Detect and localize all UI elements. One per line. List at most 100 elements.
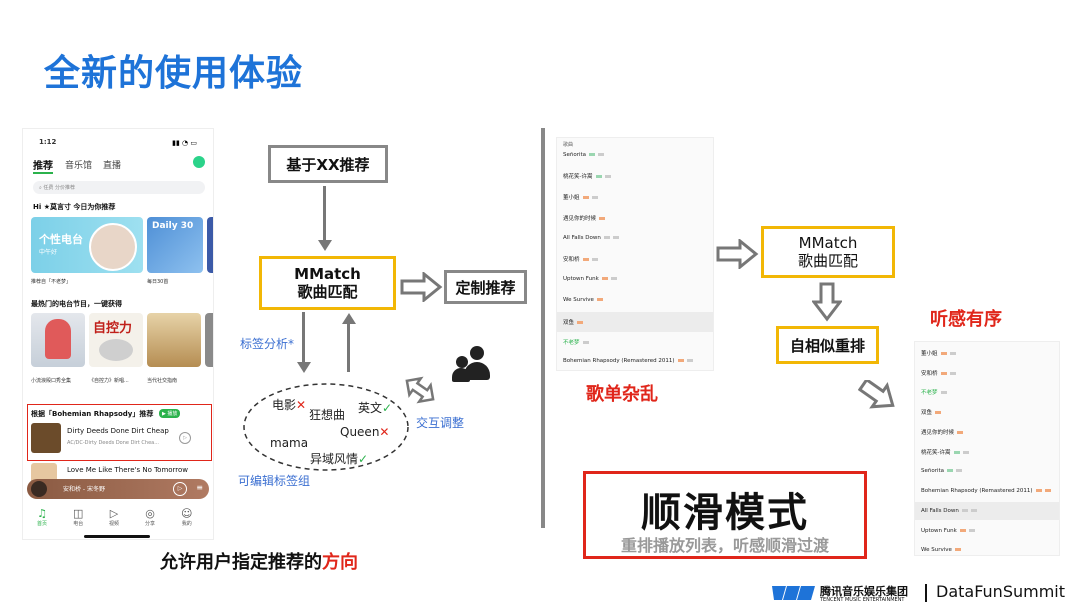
rec-label: 推荐自「不老梦」 [31, 279, 72, 285]
list-item[interactable]: Uptown Funk [563, 276, 617, 282]
song-title[interactable]: Love Me Like There's No Tomorrow [67, 466, 189, 474]
list-item[interactable]: 双鱼 [563, 318, 584, 326]
avatar[interactable] [193, 156, 205, 168]
card-title: Daily 30 [152, 221, 194, 231]
user-icon [452, 346, 496, 390]
page-title: 全新的使用体验 [44, 53, 304, 94]
album-cover [89, 223, 137, 271]
tag-movie[interactable]: 电影✕ [272, 398, 307, 412]
tag-rhapsody[interactable]: 狂想曲 [309, 408, 346, 422]
tag-ellipse [243, 383, 409, 471]
list-item[interactable]: We Survive [563, 297, 603, 303]
box-based-on: 基于XX推荐 [268, 145, 388, 183]
ordered-label: 听感有序 [930, 309, 1002, 330]
play-icon[interactable]: ▷ [179, 432, 191, 444]
hollow-arrow-diagonal [858, 380, 895, 409]
status-icons: ▮▮ ◔ ▭ [172, 139, 197, 147]
messy-label: 歌单杂乱 [586, 384, 658, 405]
caption-left: 允许用户指定推荐的方向 [160, 552, 358, 573]
hollow-double-arrow [405, 376, 435, 404]
list-item[interactable]: 董小姐 [563, 193, 598, 201]
tag-english[interactable]: 英文✓ [358, 401, 393, 415]
card-title: 个性电台 [39, 233, 83, 246]
caption-highlight: 方向 [322, 552, 358, 573]
list-item[interactable]: 遇见你的时候 [921, 428, 964, 436]
radio-label-2: 《自控力》新唱... [89, 378, 129, 384]
divider [541, 128, 545, 528]
list-item[interactable]: 不老梦 [921, 388, 947, 396]
bottom-nav: ♫首页 ◫电台 ▷视频 ◎分享 ☺我的 [23, 507, 213, 533]
editable-tags-label: 可编辑标签组 [238, 474, 311, 488]
tab-recommend[interactable]: 推荐 [33, 157, 53, 174]
list-item[interactable]: All Falls Down [563, 235, 619, 241]
tab-music-hall[interactable]: 音乐馆 [65, 161, 93, 171]
brand-name-en: TENCENT MUSIC ENTERTAINMENT [820, 597, 905, 603]
song-title[interactable]: Dirty Deeds Done Dirt Cheap [67, 427, 169, 435]
radio-card-1[interactable] [31, 313, 85, 367]
playlist-messy: 歌曲 Señorita 桃花笑-许嵩 董小姐 遇见你的时候 All Falls … [556, 137, 714, 371]
list-item[interactable]: Bohemian Rhapsody (Remastered 2011) [921, 488, 1051, 494]
playlist-icon[interactable]: ≡ [196, 483, 203, 492]
nav-me[interactable]: ☺我的 [181, 507, 193, 527]
hollow-arrow-right [716, 239, 759, 269]
personal-radio-card[interactable]: 个性电台 中午好 [31, 217, 143, 273]
smooth-subtitle: 重排播放列表，听感顺滑过渡 [620, 536, 829, 555]
list-item[interactable]: Señorita [921, 468, 963, 474]
phone-screenshot: 1:12 ▮▮ ◔ ▭ 推荐 音乐馆 直播 ⌕ 任费 分价推荐 Hi ★莫言寸 … [22, 128, 214, 540]
card-edge [205, 313, 213, 367]
smooth-mode-box: 顺滑模式 重排播放列表，听感顺滑过渡 [583, 471, 867, 559]
hollow-arrow-down [812, 282, 842, 322]
list-item[interactable]: We Survive [921, 547, 961, 553]
nav-video[interactable]: ▷视频 [109, 507, 120, 527]
greeting: Hi ★莫言寸 今日为你推荐 [33, 203, 116, 211]
list-item[interactable]: Señorita [563, 152, 605, 158]
play-all-button[interactable]: ▶ 播放 [159, 409, 181, 418]
radio-card-3[interactable] [147, 313, 201, 367]
list-item[interactable]: 安和桥 [921, 369, 956, 377]
recommendation-highlight [27, 404, 212, 461]
list-item[interactable]: 桃花笑-许嵩 [921, 448, 969, 456]
tag-analysis-label: 标签分析* [240, 337, 295, 351]
song-artist: AC/DC-Dirty Deeds Done Dirt Chea... [67, 440, 159, 446]
arrow-up [347, 324, 350, 372]
list-item[interactable]: Bohemian Rhapsody (Remastered 2011) [563, 358, 693, 364]
card-edge [207, 217, 213, 273]
list-item[interactable]: 遇见你的时候 [563, 214, 606, 222]
card-sub: 中午好 [39, 249, 58, 256]
radio-label-3: 当代社交指南 [147, 378, 178, 384]
nav-radio[interactable]: ◫电台 [73, 507, 84, 527]
arrow-down [302, 312, 305, 362]
tab-live[interactable]: 直播 [103, 161, 122, 171]
list-item[interactable]: 双鱼 [921, 408, 942, 416]
smooth-title: 顺滑模式 [641, 490, 809, 536]
tag-queen[interactable]: Queen✕ [340, 425, 390, 439]
tag-exotic[interactable]: 异域风情✓ [310, 452, 369, 466]
list-item[interactable]: 安和桥 [563, 255, 598, 263]
list-item[interactable]: All Falls Down [921, 508, 977, 514]
list-item[interactable]: Uptown Funk [921, 528, 975, 534]
radio-card-2[interactable]: 自控力 [89, 313, 143, 367]
tme-logo-icon [772, 584, 816, 602]
search-input[interactable]: ⌕ 任费 分价推荐 [33, 181, 205, 194]
box-custom-recommend: 定制推荐 [444, 270, 527, 304]
section-heading: 最热门的电台节目，一键获得 [31, 300, 122, 308]
now-playing-bar[interactable]: 安和桥 - 宋冬野 ▷ ≡ [27, 479, 209, 499]
tag-mama[interactable]: mama [270, 436, 309, 450]
radio-label-1: 小流浪殿口秀全集 [31, 378, 72, 384]
arrow-head [297, 362, 311, 373]
box-mmatch-right: MMatch 歌曲匹配 [761, 226, 895, 278]
arrow-down [323, 186, 326, 240]
daily-label: 每日30首 [147, 279, 169, 285]
list-item[interactable]: 桃花笑-许嵩 [563, 172, 611, 180]
daily30-card[interactable]: Daily 30 [147, 217, 203, 273]
list-header: 歌曲 [563, 142, 574, 148]
list-item[interactable]: 董小姐 [921, 349, 956, 357]
play-icon[interactable]: ▷ [173, 482, 187, 496]
nav-home[interactable]: ♫首页 [37, 507, 48, 527]
nav-share[interactable]: ◎分享 [145, 507, 156, 527]
now-playing-title: 安和桥 - 宋冬野 [63, 486, 105, 493]
arrow-head [318, 240, 332, 251]
list-item[interactable]: 不老梦 [563, 338, 589, 346]
based-on-heading: 根据「Bohemian Rhapsody」推荐 [31, 410, 154, 418]
arrow-head [342, 313, 356, 324]
